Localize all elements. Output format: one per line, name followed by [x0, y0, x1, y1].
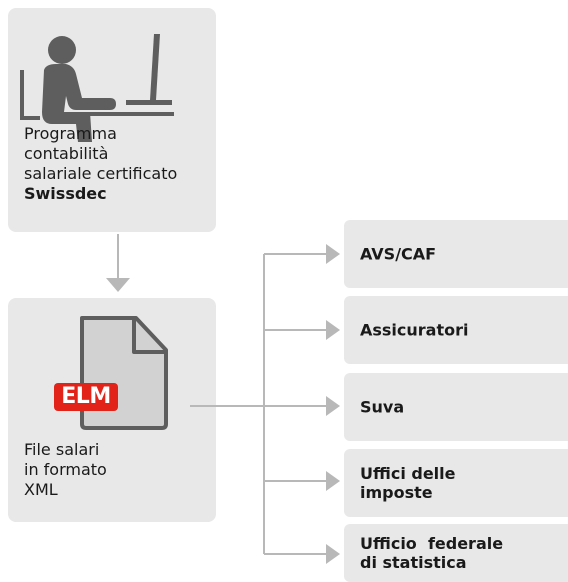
- distribution-connector: [190, 253, 326, 555]
- swissdec-brand: Swissdec: [24, 184, 107, 203]
- recipient-label-line: Suva: [360, 397, 405, 417]
- recipient-label-line: Ufficio federale: [360, 534, 504, 553]
- recipient-uffici-imposte: Uffici delle imposte: [344, 449, 568, 517]
- arrow-head-suva: [326, 396, 340, 416]
- file-line-3: XML: [24, 480, 58, 499]
- software-description: Programma contabilità salariale certific…: [24, 124, 177, 204]
- recipient-label: Assicuratori: [360, 321, 564, 340]
- payroll-software-box: [8, 8, 216, 232]
- file-description: File salari in formato XML: [24, 440, 107, 500]
- recipient-label-line: AVS/CAF: [360, 244, 437, 264]
- recipient-label-line: di statistica: [360, 553, 467, 572]
- software-line-2: contabilità: [24, 144, 109, 163]
- recipient-ufficio-statistica: Ufficio federale di statistica: [344, 524, 568, 582]
- recipient-label: AVS/CAF: [360, 245, 564, 264]
- arrow-head-imposte: [326, 471, 340, 491]
- recipient-suva: Suva: [344, 373, 568, 441]
- document-icon: [80, 316, 168, 430]
- recipient-label-line: Assicuratori: [360, 320, 469, 340]
- software-line-1: Programma: [24, 124, 117, 143]
- file-line-1: File salari: [24, 440, 100, 459]
- recipient-avs-caf: AVS/CAF: [344, 220, 568, 288]
- recipient-assicuratori: Assicuratori: [344, 296, 568, 364]
- arrow-head-avs: [326, 244, 340, 264]
- down-arrow: [106, 234, 130, 292]
- software-line-3: salariale certificato: [24, 164, 178, 183]
- person-at-computer-icon: [20, 34, 174, 142]
- recipient-label: Suva: [360, 398, 564, 417]
- arrow-head-assicuratori: [326, 320, 340, 340]
- recipient-label-line: Uffici delle: [360, 464, 456, 483]
- recipient-label-line: imposte: [360, 483, 433, 502]
- arrow-head-statistica: [326, 544, 340, 564]
- elm-badge: ELM: [54, 383, 118, 411]
- recipient-label: Ufficio federale di statistica: [360, 534, 564, 572]
- file-line-2: in formato: [24, 460, 107, 479]
- recipient-label: Uffici delle imposte: [360, 464, 564, 502]
